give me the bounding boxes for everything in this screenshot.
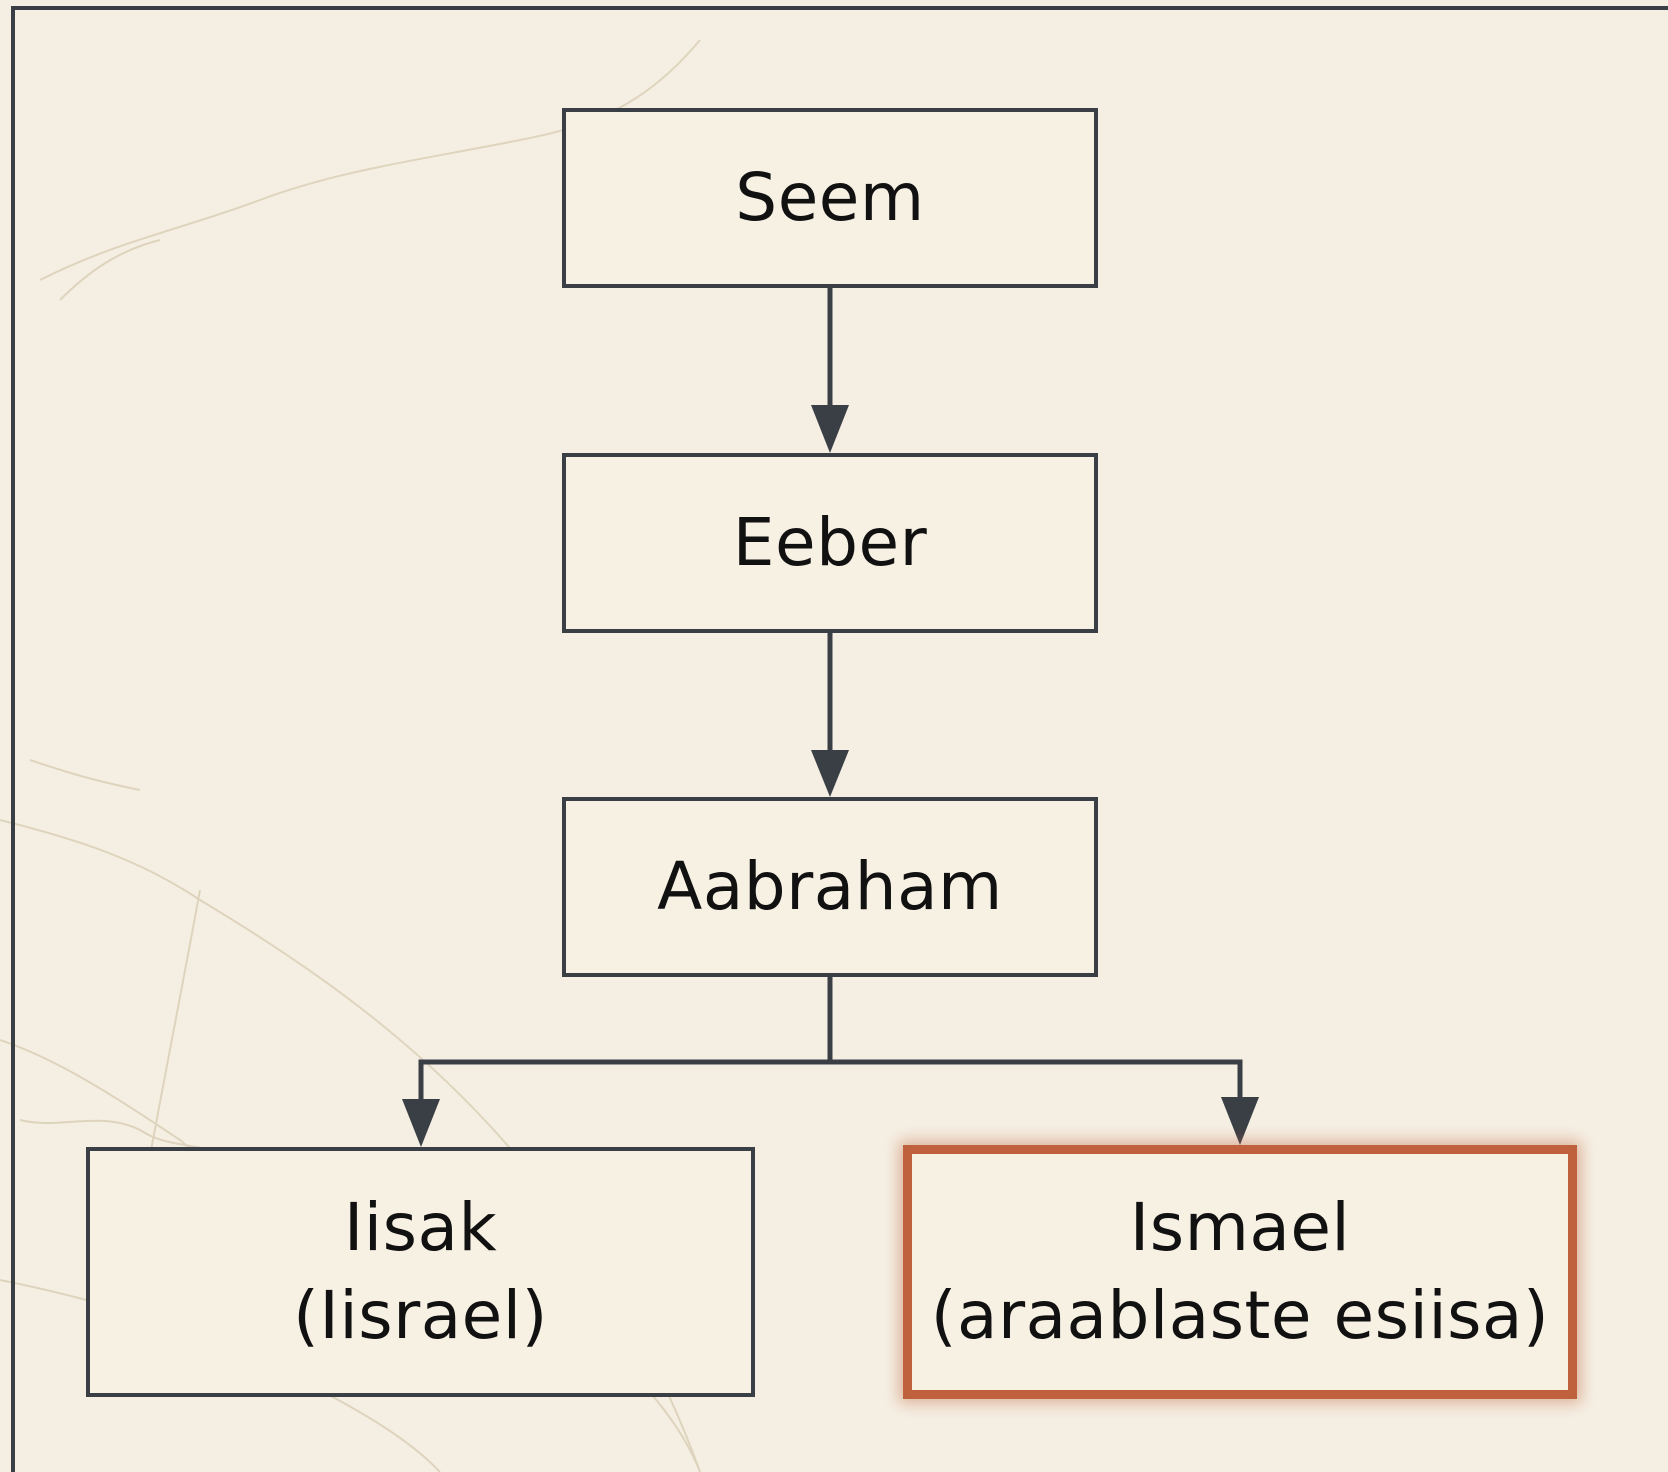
arrowhead-eeber — [811, 405, 849, 453]
node-eeber-label: Eeber — [732, 504, 928, 581]
node-abraham-label: Aabraham — [657, 848, 1003, 925]
node-ishmael-label: Ismael — [1129, 1189, 1351, 1266]
node-isaac-label: Iisak — [343, 1189, 498, 1266]
node-eeber: Eeber — [562, 453, 1098, 633]
node-ishmael-sublabel: (araablaste esiisa) — [930, 1277, 1550, 1354]
arrowhead-ishmael — [1221, 1097, 1259, 1145]
node-isaac: Iisak (Iisrael) — [86, 1147, 755, 1397]
node-seem: Seem — [562, 108, 1098, 288]
node-seem-label: Seem — [735, 159, 925, 236]
diagram-frame — [11, 6, 1668, 1472]
edge-abraham-ishmael — [830, 1059, 1243, 1120]
arrowhead-abraham — [811, 750, 849, 797]
node-abraham: Aabraham — [562, 797, 1098, 977]
node-ishmael-highlighted: Ismael (araablaste esiisa) — [903, 1145, 1577, 1399]
arrowhead-isaac — [402, 1099, 440, 1147]
edge-abraham-isaac — [418, 977, 833, 1122]
node-isaac-sublabel: (Iisrael) — [293, 1277, 548, 1354]
